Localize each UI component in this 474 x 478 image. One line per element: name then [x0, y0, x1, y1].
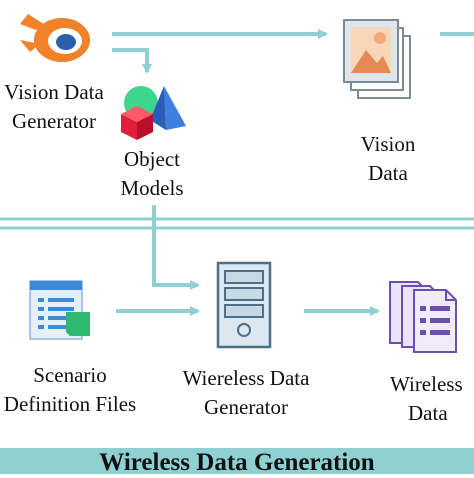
- wireless-data-label-line1: Wireless: [390, 372, 463, 396]
- wireless-generator-label: Wiereless Data Generator: [166, 364, 326, 422]
- wireless-data-label: Wireless Data: [384, 370, 474, 428]
- 3d-shapes-icon: [121, 86, 186, 140]
- arrow-object-models-to-wireless-generator: [152, 205, 200, 290]
- file-stack-icon: [389, 281, 457, 353]
- vision-generator-label: Vision Data Generator: [0, 78, 122, 136]
- wireless-generator-label-line1: Wiereless Data: [182, 366, 310, 390]
- blender-logo-icon: [20, 14, 90, 62]
- scenario-files-label: Scenario Definition Files: [0, 361, 146, 419]
- arrow-generator-to-object-models: [112, 48, 152, 74]
- object-models-label-line2: Models: [120, 176, 184, 200]
- vision-data-label-line1: Vision: [360, 132, 416, 156]
- vision-data-label-line2: Data: [368, 161, 408, 185]
- vision-generator-label-line2: Generator: [12, 109, 96, 133]
- scenario-files-label-line2: Definition Files: [3, 392, 137, 416]
- vision-generator-label-line1: Vision Data: [4, 80, 104, 104]
- server-tower-icon: [216, 261, 272, 349]
- object-models-label: Object Models: [100, 145, 204, 203]
- vision-data-label: Vision Data: [340, 130, 436, 188]
- wireless-generator-label-line2: Generator: [204, 395, 288, 419]
- object-models-label-line1: Object: [124, 147, 180, 171]
- scenario-files-label-line1: Scenario: [33, 363, 107, 387]
- section-title-bar: [0, 448, 474, 474]
- section-title: Wireless Data Generation: [99, 449, 375, 476]
- document-list-icon: [29, 280, 90, 340]
- wireless-data-label-line2: Data: [408, 401, 448, 425]
- image-stack-icon: [343, 19, 411, 99]
